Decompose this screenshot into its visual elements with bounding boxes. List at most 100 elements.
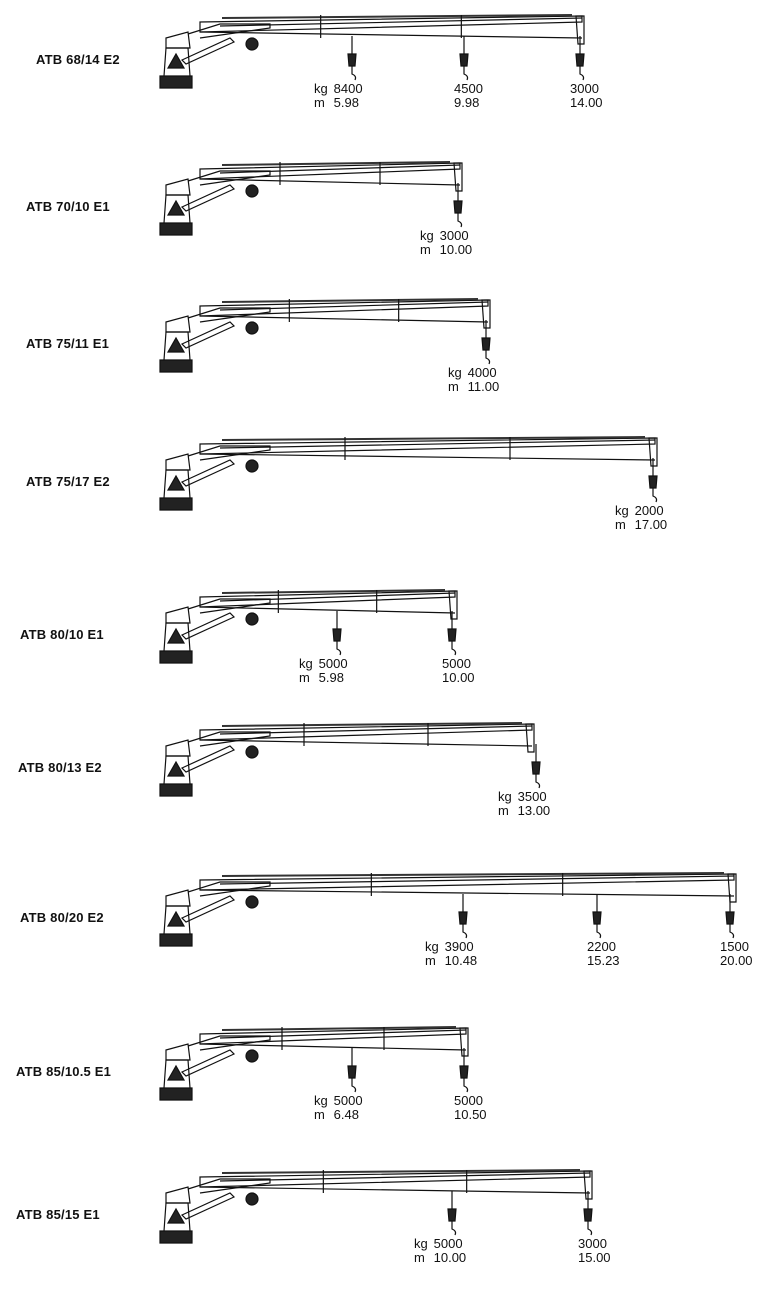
load-m-row: 15.23 <box>587 954 620 968</box>
boom-underside <box>199 31 583 39</box>
boom-underside <box>199 1043 467 1051</box>
hook-icon <box>451 1221 457 1236</box>
winch-drum <box>245 745 259 759</box>
crane-outline <box>159 872 737 947</box>
load-kg-row: 4500 <box>454 82 483 96</box>
load-m-value: 14.00 <box>570 95 603 110</box>
outer-boom <box>199 15 583 33</box>
boom-top-rail <box>221 1026 457 1031</box>
load-m-value: 15.23 <box>587 953 620 968</box>
boom-top-rail <box>221 1169 581 1174</box>
boom-inner-line <box>219 1029 467 1039</box>
crane-outline <box>159 436 658 511</box>
hook-icon <box>351 66 357 81</box>
crane-outline <box>159 589 458 664</box>
crane-column-detail <box>166 910 186 927</box>
lift-cylinder <box>180 1049 236 1077</box>
load-m-row: m 5.98 <box>299 671 348 685</box>
load-m-row: m 10.48 <box>425 954 477 968</box>
crane-outline <box>159 298 491 373</box>
boom-underside <box>199 315 489 323</box>
crane-column-head <box>165 453 191 471</box>
crane-base <box>159 497 193 511</box>
boom-tip <box>453 162 463 192</box>
hook-block <box>347 1065 357 1079</box>
hook-block <box>459 53 469 67</box>
winch-drum <box>245 184 259 198</box>
load-kg-value: 5000 <box>318 656 348 671</box>
outer-boom <box>199 590 456 608</box>
boom-top-rail <box>221 436 646 441</box>
load-kg-value: 5000 <box>333 1093 363 1108</box>
boom-tip <box>727 873 737 903</box>
crane-column-head <box>165 1043 191 1061</box>
boom-top-rail <box>221 872 725 877</box>
unit-m: m <box>420 242 431 257</box>
crane-column-detail <box>166 474 186 491</box>
hook-icon <box>587 1221 593 1236</box>
crane-column-head <box>165 606 191 624</box>
outer-boom <box>199 1170 591 1188</box>
crane-column-head <box>165 31 191 49</box>
load-m-value: 20.00 <box>720 953 753 968</box>
load-m-value: 10.00 <box>433 1250 467 1265</box>
crane-drawing <box>159 436 658 511</box>
hook-icon <box>579 66 585 81</box>
load-kg-row: kg 5000 <box>299 657 348 671</box>
crane-base <box>159 650 193 664</box>
boom-inner-line <box>219 301 489 311</box>
crane-model-label: ATB 70/10 E1 <box>26 199 110 214</box>
load-m-value: 5.98 <box>333 95 359 110</box>
load-m-value: 5.98 <box>318 670 344 685</box>
crane-base <box>159 222 193 236</box>
load-kg-row: 2200 <box>587 940 620 954</box>
lift-cylinder <box>180 612 236 640</box>
load-kg-row: 3000 <box>578 1237 611 1251</box>
boom-tip <box>448 590 458 620</box>
outer-boom <box>199 723 533 741</box>
crane-model-label: ATB 75/17 E2 <box>26 474 110 489</box>
hook-block <box>453 200 463 214</box>
boom-underside <box>199 739 533 747</box>
load-m-row: m 11.00 <box>448 380 499 394</box>
unit-kg: kg <box>615 503 629 518</box>
load-m-row: m 6.48 <box>314 1108 363 1122</box>
hook-icon <box>351 1078 357 1093</box>
load-m-row: 20.00 <box>720 954 753 968</box>
crane-base <box>159 783 193 797</box>
load-kg-row: kg 4000 <box>448 366 499 380</box>
winch-drum <box>245 612 259 626</box>
winch-drum <box>245 895 259 909</box>
load-kg-value: 4000 <box>467 365 497 380</box>
winch-drum <box>245 37 259 51</box>
hook-icon <box>457 213 463 228</box>
load-m-value: 10.00 <box>442 670 475 685</box>
hook-block <box>458 911 468 925</box>
hook-block <box>447 1208 457 1222</box>
load-m-value: 9.98 <box>454 95 480 110</box>
crane-column-detail <box>166 52 186 69</box>
load-kg-value: 3900 <box>444 939 474 954</box>
unit-m: m <box>448 379 459 394</box>
outer-boom <box>199 299 489 317</box>
inner-boom <box>187 731 271 747</box>
hook-icon <box>463 66 469 81</box>
crane-base <box>159 933 193 947</box>
hook-icon <box>451 641 457 656</box>
unit-m: m <box>414 1250 425 1265</box>
unit-kg: kg <box>314 81 328 96</box>
load-kg-value: 5000 <box>442 656 471 671</box>
unit-kg: kg <box>498 789 512 804</box>
load-kg-row: 1500 <box>720 940 753 954</box>
hook-block <box>575 53 585 67</box>
load-m-value: 13.00 <box>517 803 551 818</box>
lift-cylinder <box>180 321 236 349</box>
